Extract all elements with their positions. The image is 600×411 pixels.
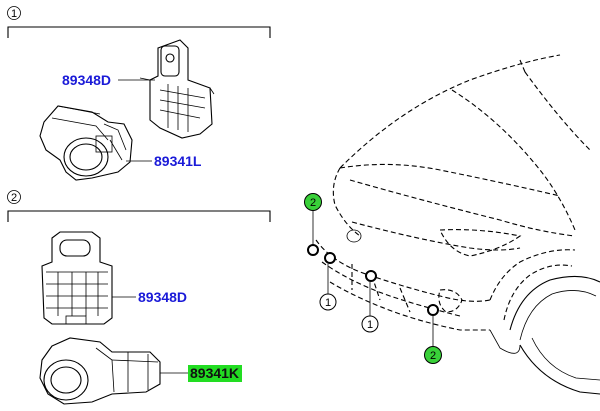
hood-crease: [349, 179, 576, 237]
highlight-89341K: [188, 365, 242, 382]
headlight: [439, 229, 522, 257]
grille-top: [351, 221, 521, 251]
group-1-badge-circle: [7, 6, 21, 20]
a-pillar: [451, 89, 576, 231]
callout-c: 1: [367, 319, 373, 331]
bumper-upper: [315, 239, 491, 302]
part-label-89341K: 89341K: [190, 365, 239, 381]
bumper-mid: [321, 261, 461, 317]
sensor-location-outer-right: [427, 304, 439, 316]
roof-line: [339, 54, 561, 169]
fog-light: [438, 289, 463, 313]
callout-c-circle: [361, 315, 379, 333]
bumper-corner: [489, 329, 521, 354]
sensor-location-inner-left: [324, 252, 336, 264]
group-2: 2 89348D 89341K: [7, 190, 271, 405]
callout-b: 1: [325, 297, 331, 309]
windshield-edge: [519, 59, 591, 151]
callout-a-circle: [304, 193, 322, 211]
group-2-badge-circle: [7, 190, 21, 204]
callout-d: 2: [430, 350, 436, 362]
callout-b-circle: [319, 293, 337, 311]
bumper-lower: [329, 281, 490, 331]
part-label-89341L: 89341L: [154, 153, 202, 169]
callout-d-circle: [424, 346, 442, 364]
car-front-illustration: [315, 54, 600, 395]
tire-bottom: [519, 344, 600, 395]
sensor-location-outer-left: [307, 244, 319, 256]
bumper-detail: [351, 264, 411, 313]
sensor-location-inner-right: [365, 270, 377, 282]
group-2-badge: 2: [11, 192, 17, 204]
callout-a: 2: [310, 197, 316, 209]
group-1: 1 89348D 89341L: [7, 6, 271, 181]
sensor-part-1: [39, 105, 133, 181]
sensor-locations: [307, 244, 439, 316]
group-2-bracket: [7, 210, 271, 222]
group-1-bracket: [7, 26, 271, 38]
bracket-part-1: [139, 39, 215, 139]
callouts: 2 1 1 2: [304, 193, 442, 364]
emblem: [346, 229, 362, 243]
rim: [531, 337, 600, 381]
group-1-badge: 1: [11, 8, 17, 20]
part-label-89348D-g2: 89348D: [138, 289, 187, 305]
tire-inner: [519, 290, 597, 341]
bracket-part-2: [41, 231, 113, 325]
sensor-part-2: [39, 337, 161, 405]
tire-top: [509, 275, 600, 331]
wheel-arch-inner: [503, 264, 573, 321]
hood-line: [339, 163, 561, 197]
wheel-arch: [489, 249, 576, 301]
front-face: [332, 167, 361, 237]
part-label-89348D-g1: 89348D: [62, 72, 111, 88]
